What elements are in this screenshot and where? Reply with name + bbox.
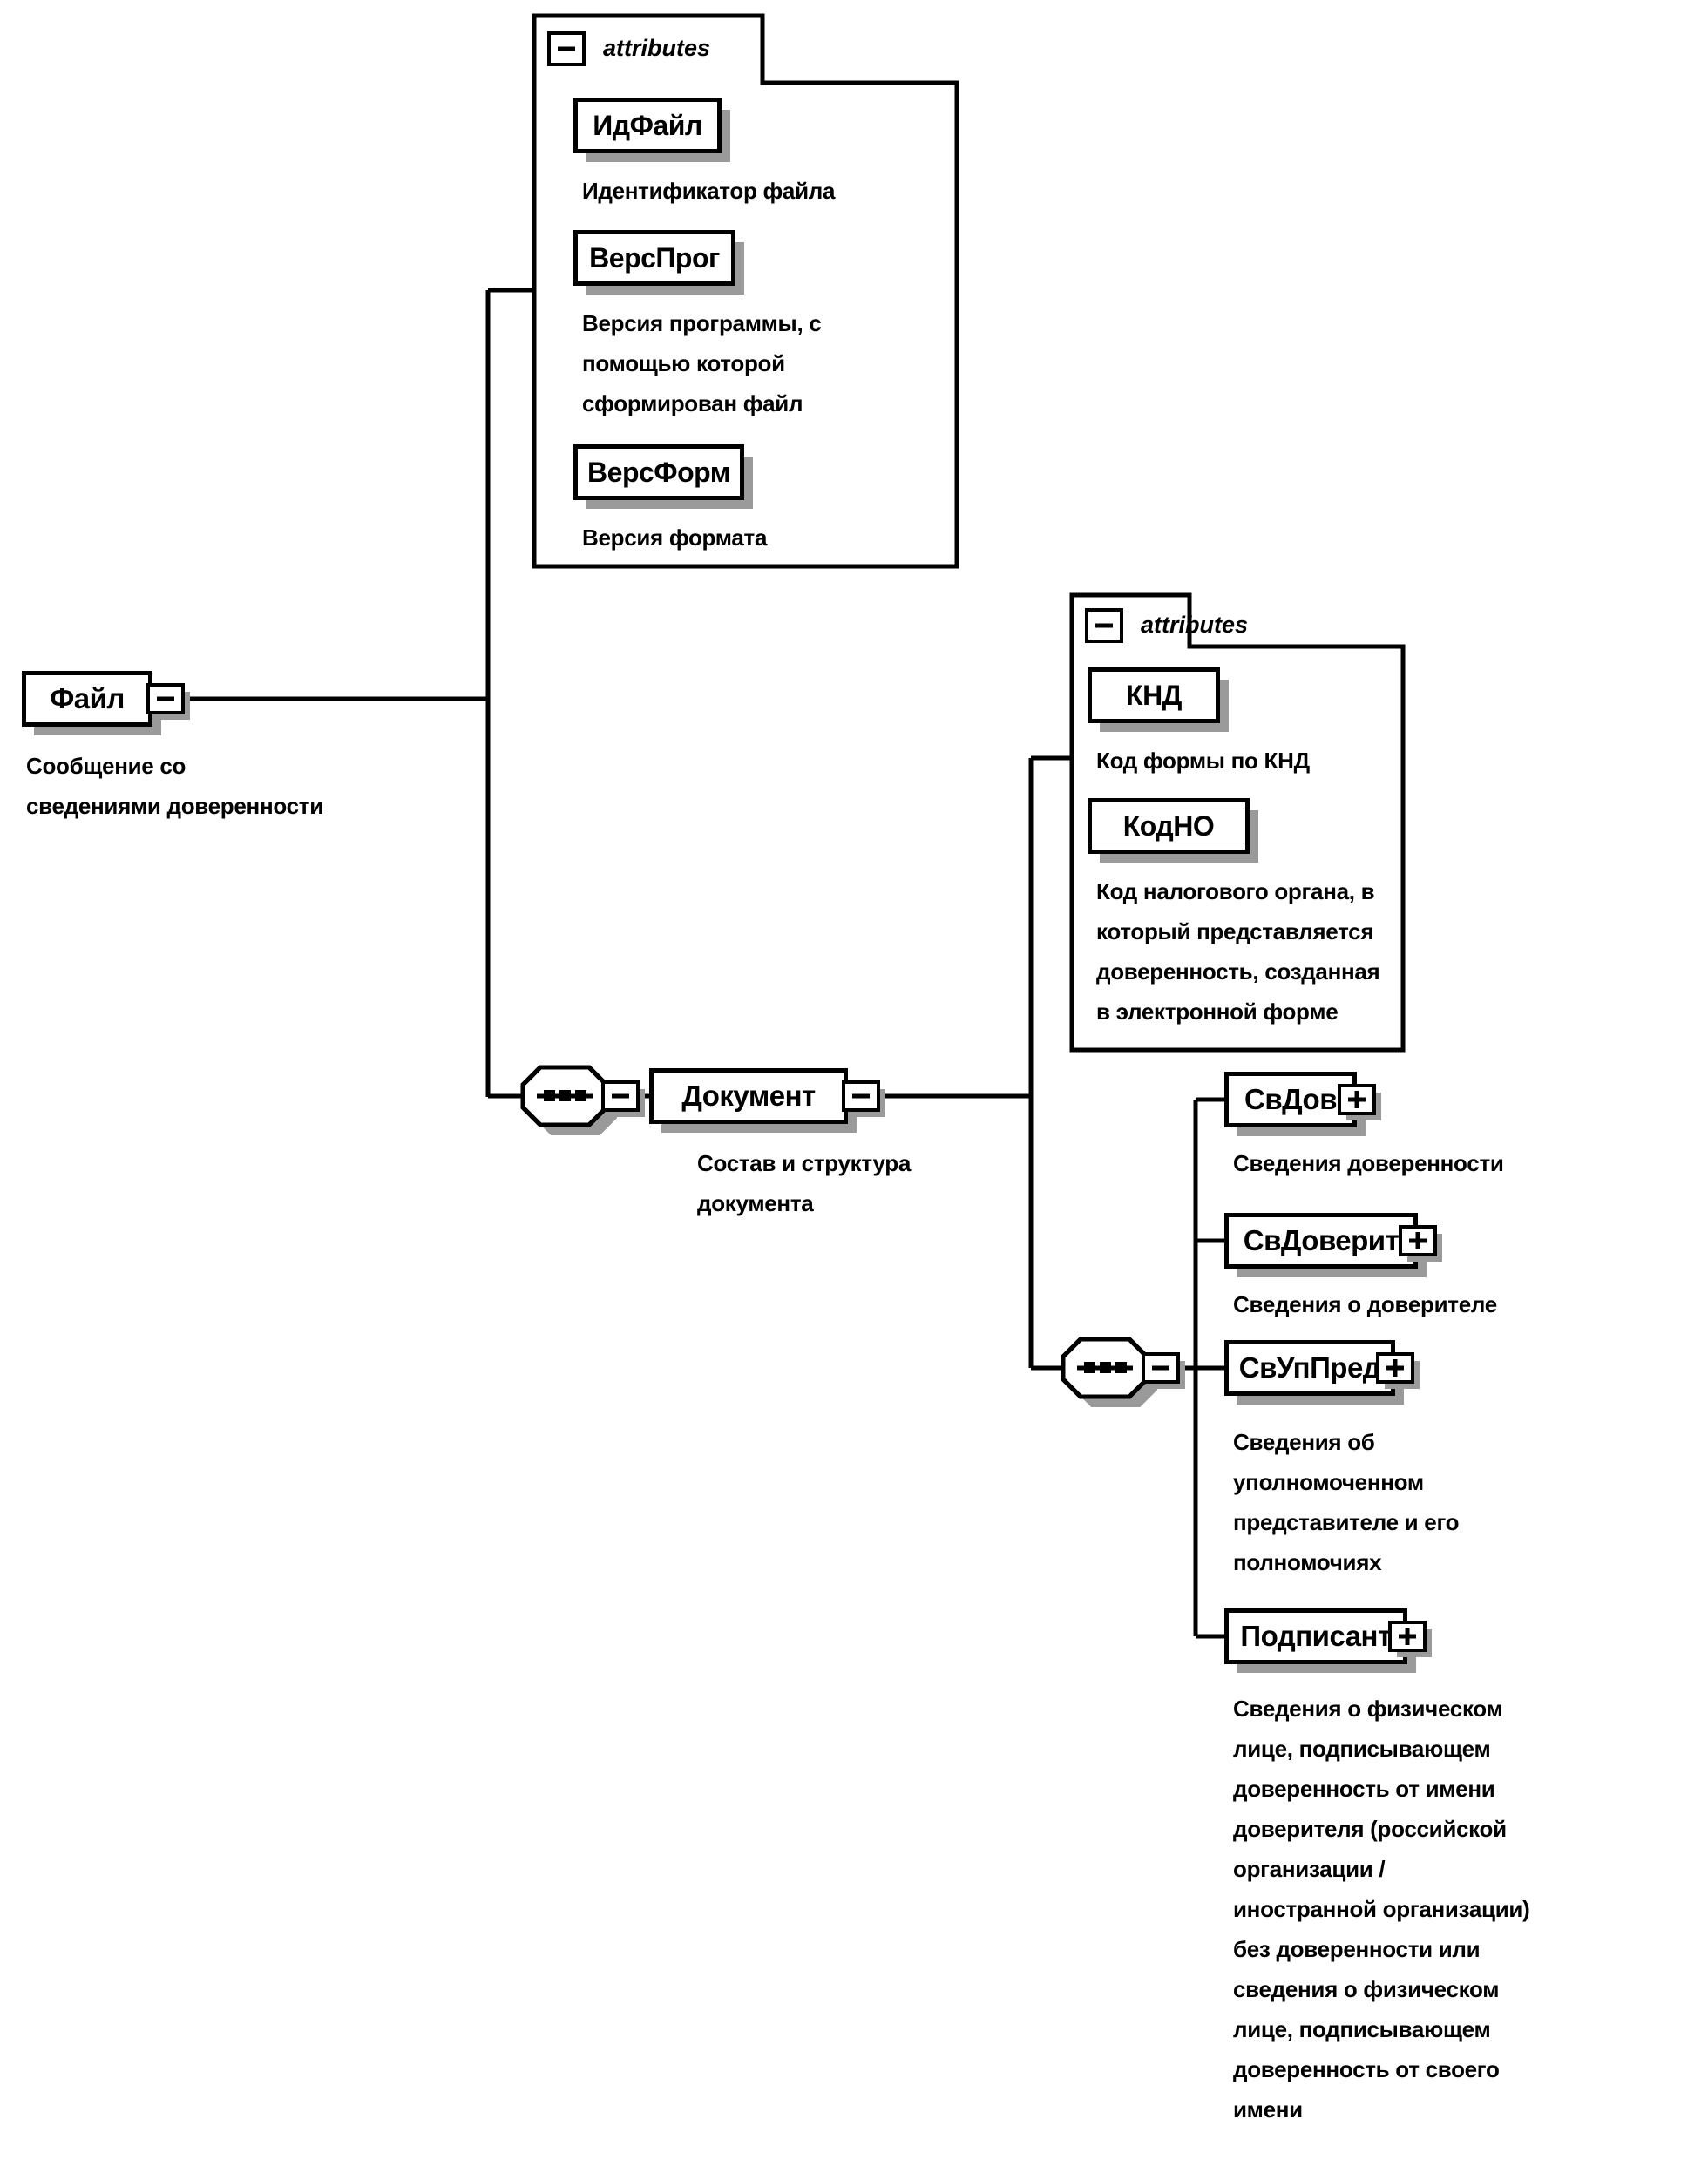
attribute-idfile[interactable]: ИдФайл [573, 98, 722, 153]
annotation-kodno: Код налогового органа, в который предста… [1096, 878, 1380, 1025]
annotation-document: Состав и структура документа [697, 1150, 912, 1216]
collapse-icon-document[interactable] [842, 1080, 880, 1112]
wire-file [185, 288, 534, 1099]
collapse-icon-document-attributes[interactable] [1085, 608, 1123, 643]
annotation-versform: Версия формата [582, 525, 768, 551]
element-svuppred[interactable]: СвУпПред [1224, 1340, 1395, 1396]
element-podpisant[interactable]: Подписант [1224, 1608, 1407, 1664]
annotation-svdoverit: Сведения о доверителе [1233, 1291, 1497, 1317]
expand-icon-podpisant[interactable] [1388, 1621, 1427, 1652]
element-file[interactable]: Файл [22, 671, 152, 727]
sequence-icon-file[interactable] [520, 1065, 617, 1135]
collapse-icon-file[interactable] [146, 683, 185, 714]
annotation-file: Сообщение со сведениями доверенности [26, 753, 323, 819]
attribute-versform[interactable]: ВерсФорм [573, 444, 744, 500]
annotation-versprog: Версия программы, с помощью которой сфор… [582, 310, 822, 416]
attribute-versprog[interactable]: ВерсПрог [573, 230, 735, 286]
expand-icon-svuppred[interactable] [1376, 1352, 1414, 1384]
collapse-icon-sequence-file[interactable] [601, 1080, 640, 1112]
element-svdoverit[interactable]: СвДоверит [1224, 1213, 1418, 1269]
annotation-knd: Код формы по КНД [1096, 748, 1310, 774]
annotation-podpisant: Сведения о физическом лице, подписывающе… [1233, 1696, 1530, 2122]
attributes-box-file [532, 13, 959, 569]
collapse-icon-file-attributes[interactable] [547, 31, 586, 66]
wire-document [640, 755, 1072, 1371]
attributes-tab-label-document: attributes [1141, 612, 1249, 638]
annotation-svuppred: Сведения об уполномоченном представителе… [1233, 1429, 1460, 1575]
attribute-knd[interactable]: КНД [1088, 667, 1220, 723]
wire-children [1180, 1097, 1224, 1639]
attribute-kodno[interactable]: КодНО [1088, 798, 1250, 854]
attributes-tab-label-file: attributes [603, 35, 711, 61]
expand-icon-svdoverit[interactable] [1399, 1225, 1437, 1256]
element-document[interactable]: Документ [649, 1068, 848, 1124]
annotation-svdov: Сведения доверенности [1233, 1150, 1504, 1176]
sequence-icon-document[interactable] [1061, 1337, 1157, 1407]
collapse-icon-sequence-document[interactable] [1142, 1352, 1180, 1384]
element-svdov[interactable]: СвДов [1224, 1072, 1357, 1127]
annotation-idfile: Идентификатор файла [582, 178, 836, 204]
expand-icon-svdov[interactable] [1338, 1084, 1376, 1115]
